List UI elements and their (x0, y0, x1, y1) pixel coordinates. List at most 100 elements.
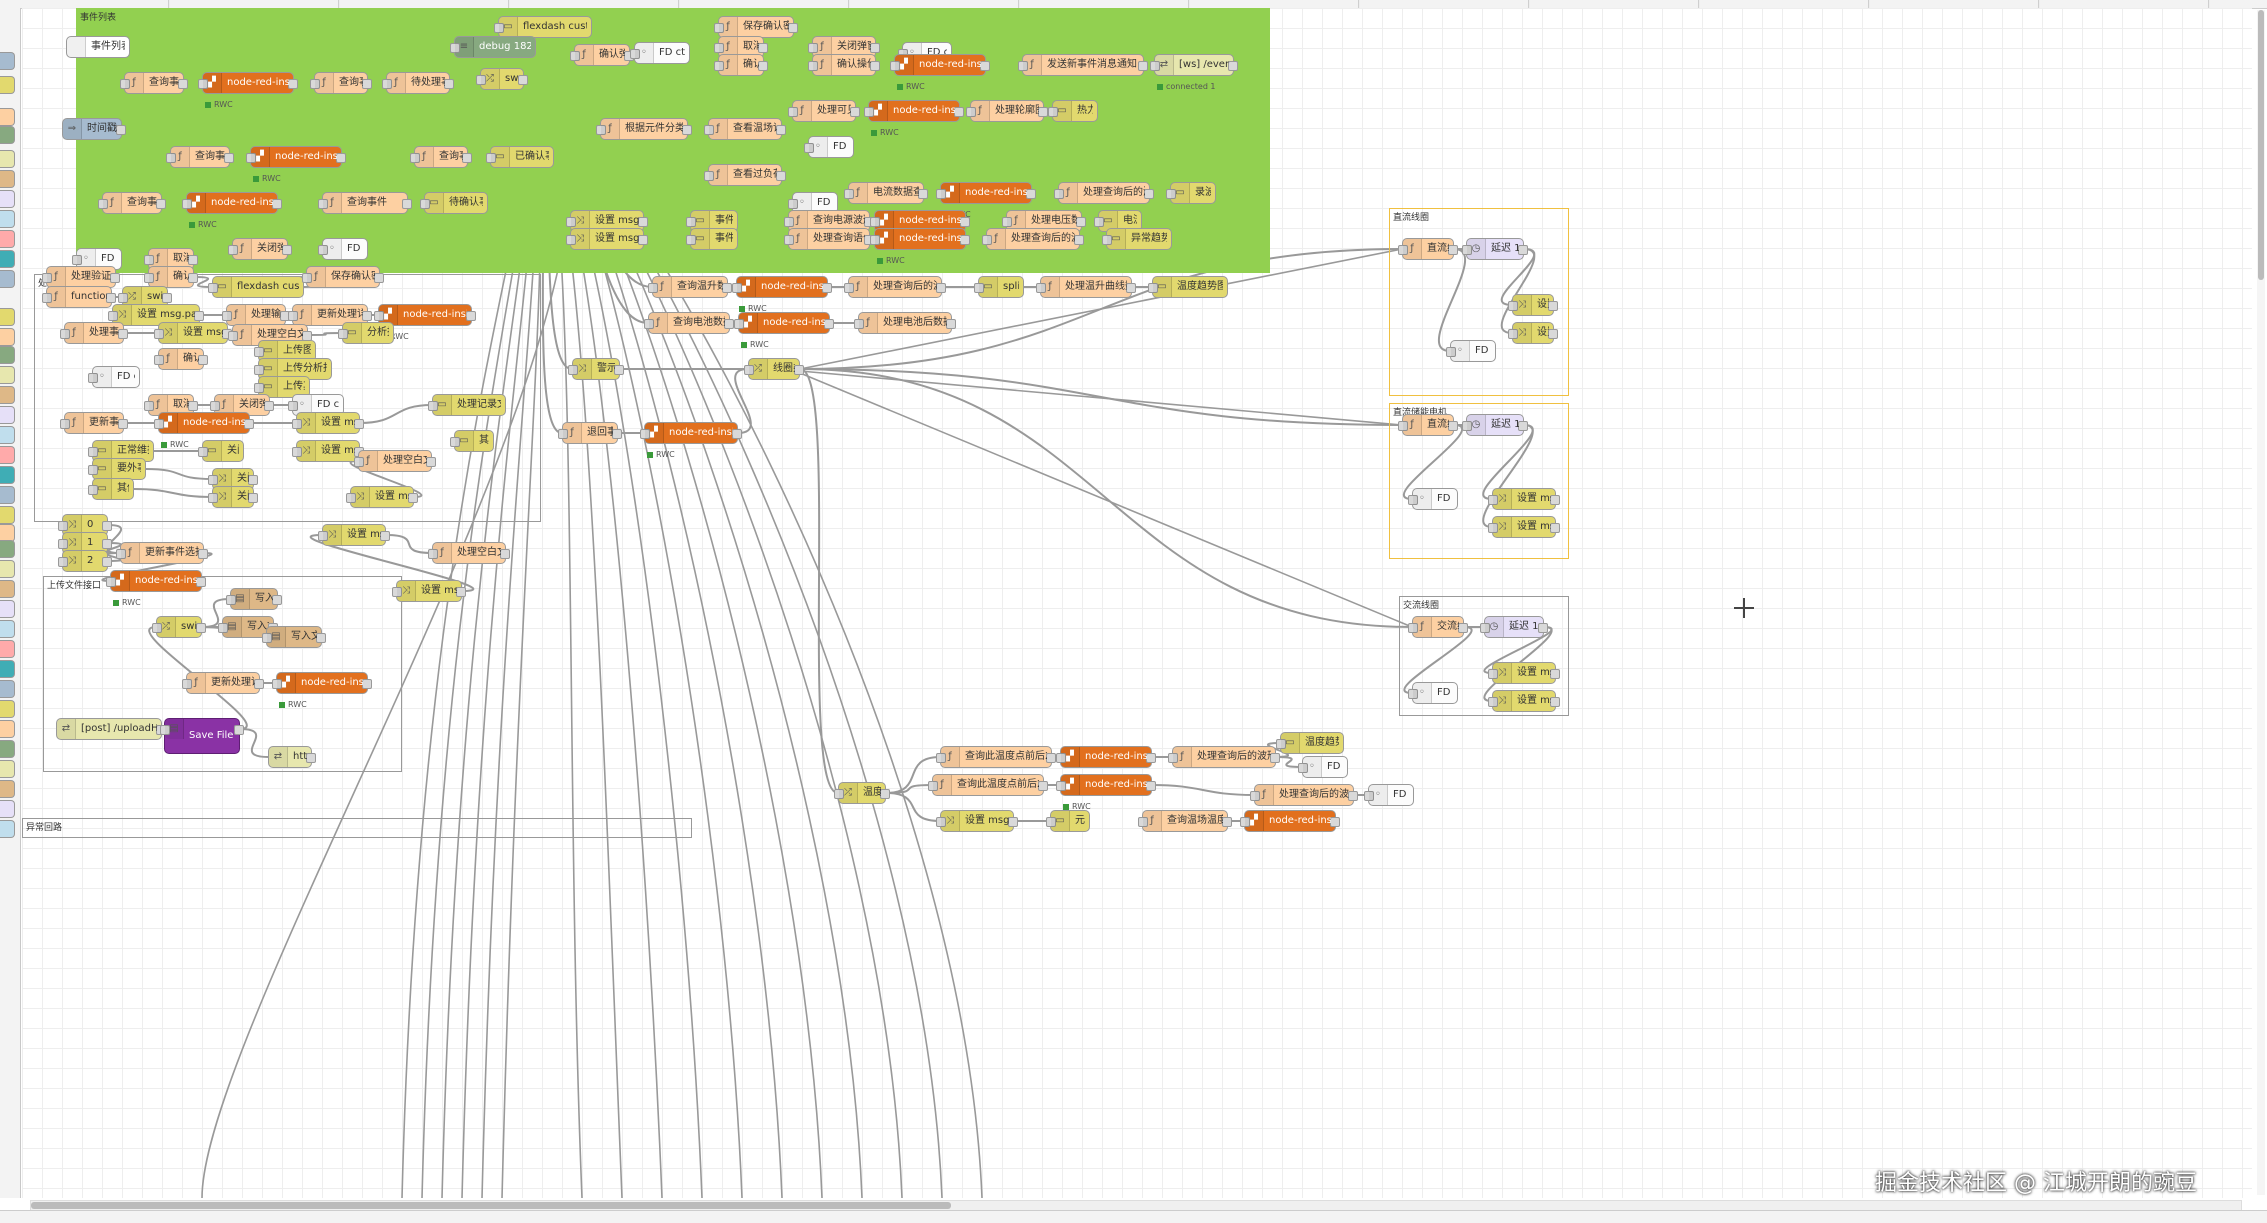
flow-node-fn[interactable]: ƒ关闭弹窗 (228, 238, 292, 260)
output-port[interactable] (224, 153, 234, 163)
input-port[interactable] (1138, 817, 1148, 827)
palette-node[interactable] (0, 386, 15, 404)
input-port[interactable] (318, 245, 328, 255)
input-port[interactable] (734, 319, 744, 329)
output-port[interactable] (1330, 817, 1340, 827)
flow-node-switch[interactable]: ⤮switch (152, 616, 206, 638)
wire[interactable] (1482, 424, 1534, 528)
flow-tab[interactable] (850, 0, 1019, 8)
output-port[interactable] (870, 61, 880, 71)
input-port[interactable] (834, 789, 844, 799)
output-port[interactable] (1538, 623, 1548, 633)
palette-node[interactable] (0, 426, 15, 444)
node-group[interactable]: 异常回路 (22, 818, 692, 838)
input-port[interactable] (1046, 817, 1056, 827)
palette-node[interactable] (0, 486, 15, 504)
input-port[interactable] (596, 125, 606, 135)
input-port[interactable] (1056, 753, 1066, 763)
flow-node-change[interactable]: ⤨设置 msg.payload (108, 304, 204, 326)
input-port[interactable] (302, 273, 312, 283)
flow-node-change[interactable]: ⤨设置 msg.label (1488, 516, 1560, 538)
flow-node-fn[interactable]: ƒ保存确认密码 (714, 16, 798, 38)
input-port[interactable] (784, 217, 794, 227)
output-port[interactable] (336, 153, 346, 163)
flow-tab[interactable] (1530, 0, 1699, 8)
input-port[interactable] (88, 465, 98, 475)
output-port[interactable] (758, 61, 768, 71)
flow-tab[interactable] (340, 0, 509, 8)
flow-tab[interactable] (1020, 0, 1189, 8)
horizontal-scroll-thumb[interactable] (31, 1202, 951, 1209)
wire[interactable] (309, 534, 475, 592)
output-port[interactable] (254, 679, 264, 689)
flow-node-ui[interactable]: ▭关闭 (198, 440, 244, 462)
input-port[interactable] (382, 79, 392, 89)
output-port[interactable] (306, 753, 316, 763)
flow-node-change[interactable]: ⤨警示线圈 (568, 358, 624, 380)
input-port[interactable] (222, 311, 232, 321)
flow-node-fd[interactable]: ◦FD ctrl (1298, 756, 1348, 778)
input-port[interactable] (1056, 781, 1066, 791)
flow-node-fd[interactable]: ◦FD ctrl (72, 248, 122, 270)
input-port[interactable] (870, 217, 880, 227)
output-port[interactable] (110, 273, 120, 283)
flow-node-sql[interactable]: ▞node-red-insight-sqliteRWC (198, 72, 298, 109)
output-port[interactable] (614, 365, 624, 375)
output-port[interactable] (980, 61, 990, 71)
flow-node-change[interactable]: ⤨设置 msg.url (318, 524, 390, 546)
input-port[interactable] (1298, 763, 1308, 773)
flow-node-fd[interactable]: ◦FD ctrl (788, 192, 838, 214)
flow-node-sql[interactable]: ▞node-red-insight-sqliteRWC (154, 412, 254, 449)
flow-node-ui[interactable]: ▭处理记录文件 (428, 394, 506, 416)
flow-node-http[interactable]: ⇄[post] /uploadHandleEventFile (56, 718, 166, 740)
flow-node-change[interactable]: ⤨设置 msg (1508, 322, 1558, 344)
output-port[interactable] (1550, 495, 1560, 505)
flow-node-fn[interactable]: ƒ电流数据查询 (844, 182, 928, 204)
input-port[interactable] (272, 679, 282, 689)
output-port[interactable] (954, 107, 964, 117)
flow-node-fn[interactable]: ƒ处理查询语句 (784, 228, 874, 250)
flow-node-fn[interactable]: ƒ查询此温度点前后2小时温度 (928, 774, 1048, 796)
input-port[interactable] (1250, 791, 1260, 801)
output-port[interactable] (234, 725, 244, 735)
node-group[interactable]: 直流线圈 (1389, 208, 1569, 396)
input-port[interactable] (318, 199, 328, 209)
flow-node-change[interactable]: ⤨设置 msg.url (292, 440, 364, 462)
flow-node-ui[interactable]: ▭电流 (1094, 210, 1142, 232)
output-port[interactable] (936, 283, 946, 293)
output-port[interactable] (194, 311, 204, 321)
output-port[interactable] (102, 557, 112, 567)
input-port[interactable] (1168, 753, 1178, 763)
output-port[interactable] (244, 419, 254, 429)
flow-node-fn[interactable]: ƒ处理查询后的波形数据 (844, 276, 946, 298)
flow-node-change[interactable]: ⤨设置 msg.label (1488, 690, 1560, 712)
input-port[interactable] (42, 293, 52, 303)
flow-node-ui[interactable]: ▭flexdash custom (494, 16, 592, 38)
flow-node-ui[interactable]: ▭事件名称 (686, 210, 738, 232)
output-port[interactable] (788, 23, 798, 33)
input-port[interactable] (58, 539, 68, 549)
output-port[interactable] (918, 189, 928, 199)
input-port[interactable] (568, 365, 578, 375)
input-port[interactable] (1054, 189, 1064, 199)
flow-tab[interactable] (1700, 0, 1869, 8)
output-port[interactable] (724, 319, 734, 329)
flow-node-change[interactable]: ⤨设置 msg.url (346, 486, 418, 508)
input-port[interactable] (928, 781, 938, 791)
palette-node[interactable] (0, 126, 15, 144)
input-port[interactable] (154, 355, 164, 365)
output-port[interactable] (188, 273, 198, 283)
flow-node-sql[interactable]: ▞node-red-insight-sqliteRWC (272, 672, 372, 709)
input-port[interactable] (72, 255, 82, 265)
output-port[interactable] (354, 419, 364, 429)
input-port[interactable] (144, 255, 154, 265)
output-port[interactable] (1038, 781, 1048, 791)
input-port[interactable] (410, 153, 420, 163)
output-port[interactable] (824, 319, 834, 329)
flow-node-change[interactable]: ⤨设置 msg.label (566, 210, 648, 232)
palette-node[interactable] (0, 620, 15, 638)
output-port[interactable] (466, 311, 476, 321)
input-port[interactable] (648, 283, 658, 293)
